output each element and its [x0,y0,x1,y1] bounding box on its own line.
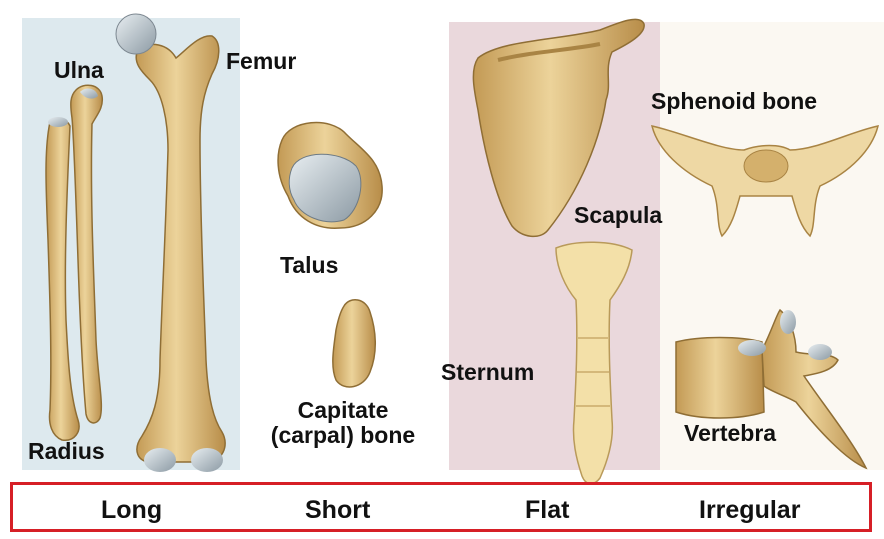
capitate-label: Capitate (carpal) bone [243,399,443,447]
capitate-label-line1: Capitate [243,399,443,422]
category-short: Short [305,498,370,523]
sphenoid-label: Sphenoid bone [651,90,817,113]
category-long: Long [101,498,162,523]
bone-type-legend: Long Short Flat Irregular [10,482,872,532]
ulna-bone [71,85,103,423]
femur-label: Femur [226,50,296,73]
category-flat: Flat [525,498,569,523]
ulna-label: Ulna [54,59,104,82]
capitate-bone [333,300,375,387]
sternum-label: Sternum [441,361,534,384]
vertebra-label: Vertebra [684,422,776,445]
radius-label: Radius [28,440,105,463]
talus-bone [278,123,382,229]
sphenoid-bone [652,126,878,236]
capitate-label-line2: (carpal) bone [243,424,443,447]
scapula-label: Scapula [574,204,662,227]
talus-label: Talus [280,254,338,277]
femur-bone [116,14,225,472]
sternum-bone [556,242,632,484]
category-irregular: Irregular [699,498,800,523]
